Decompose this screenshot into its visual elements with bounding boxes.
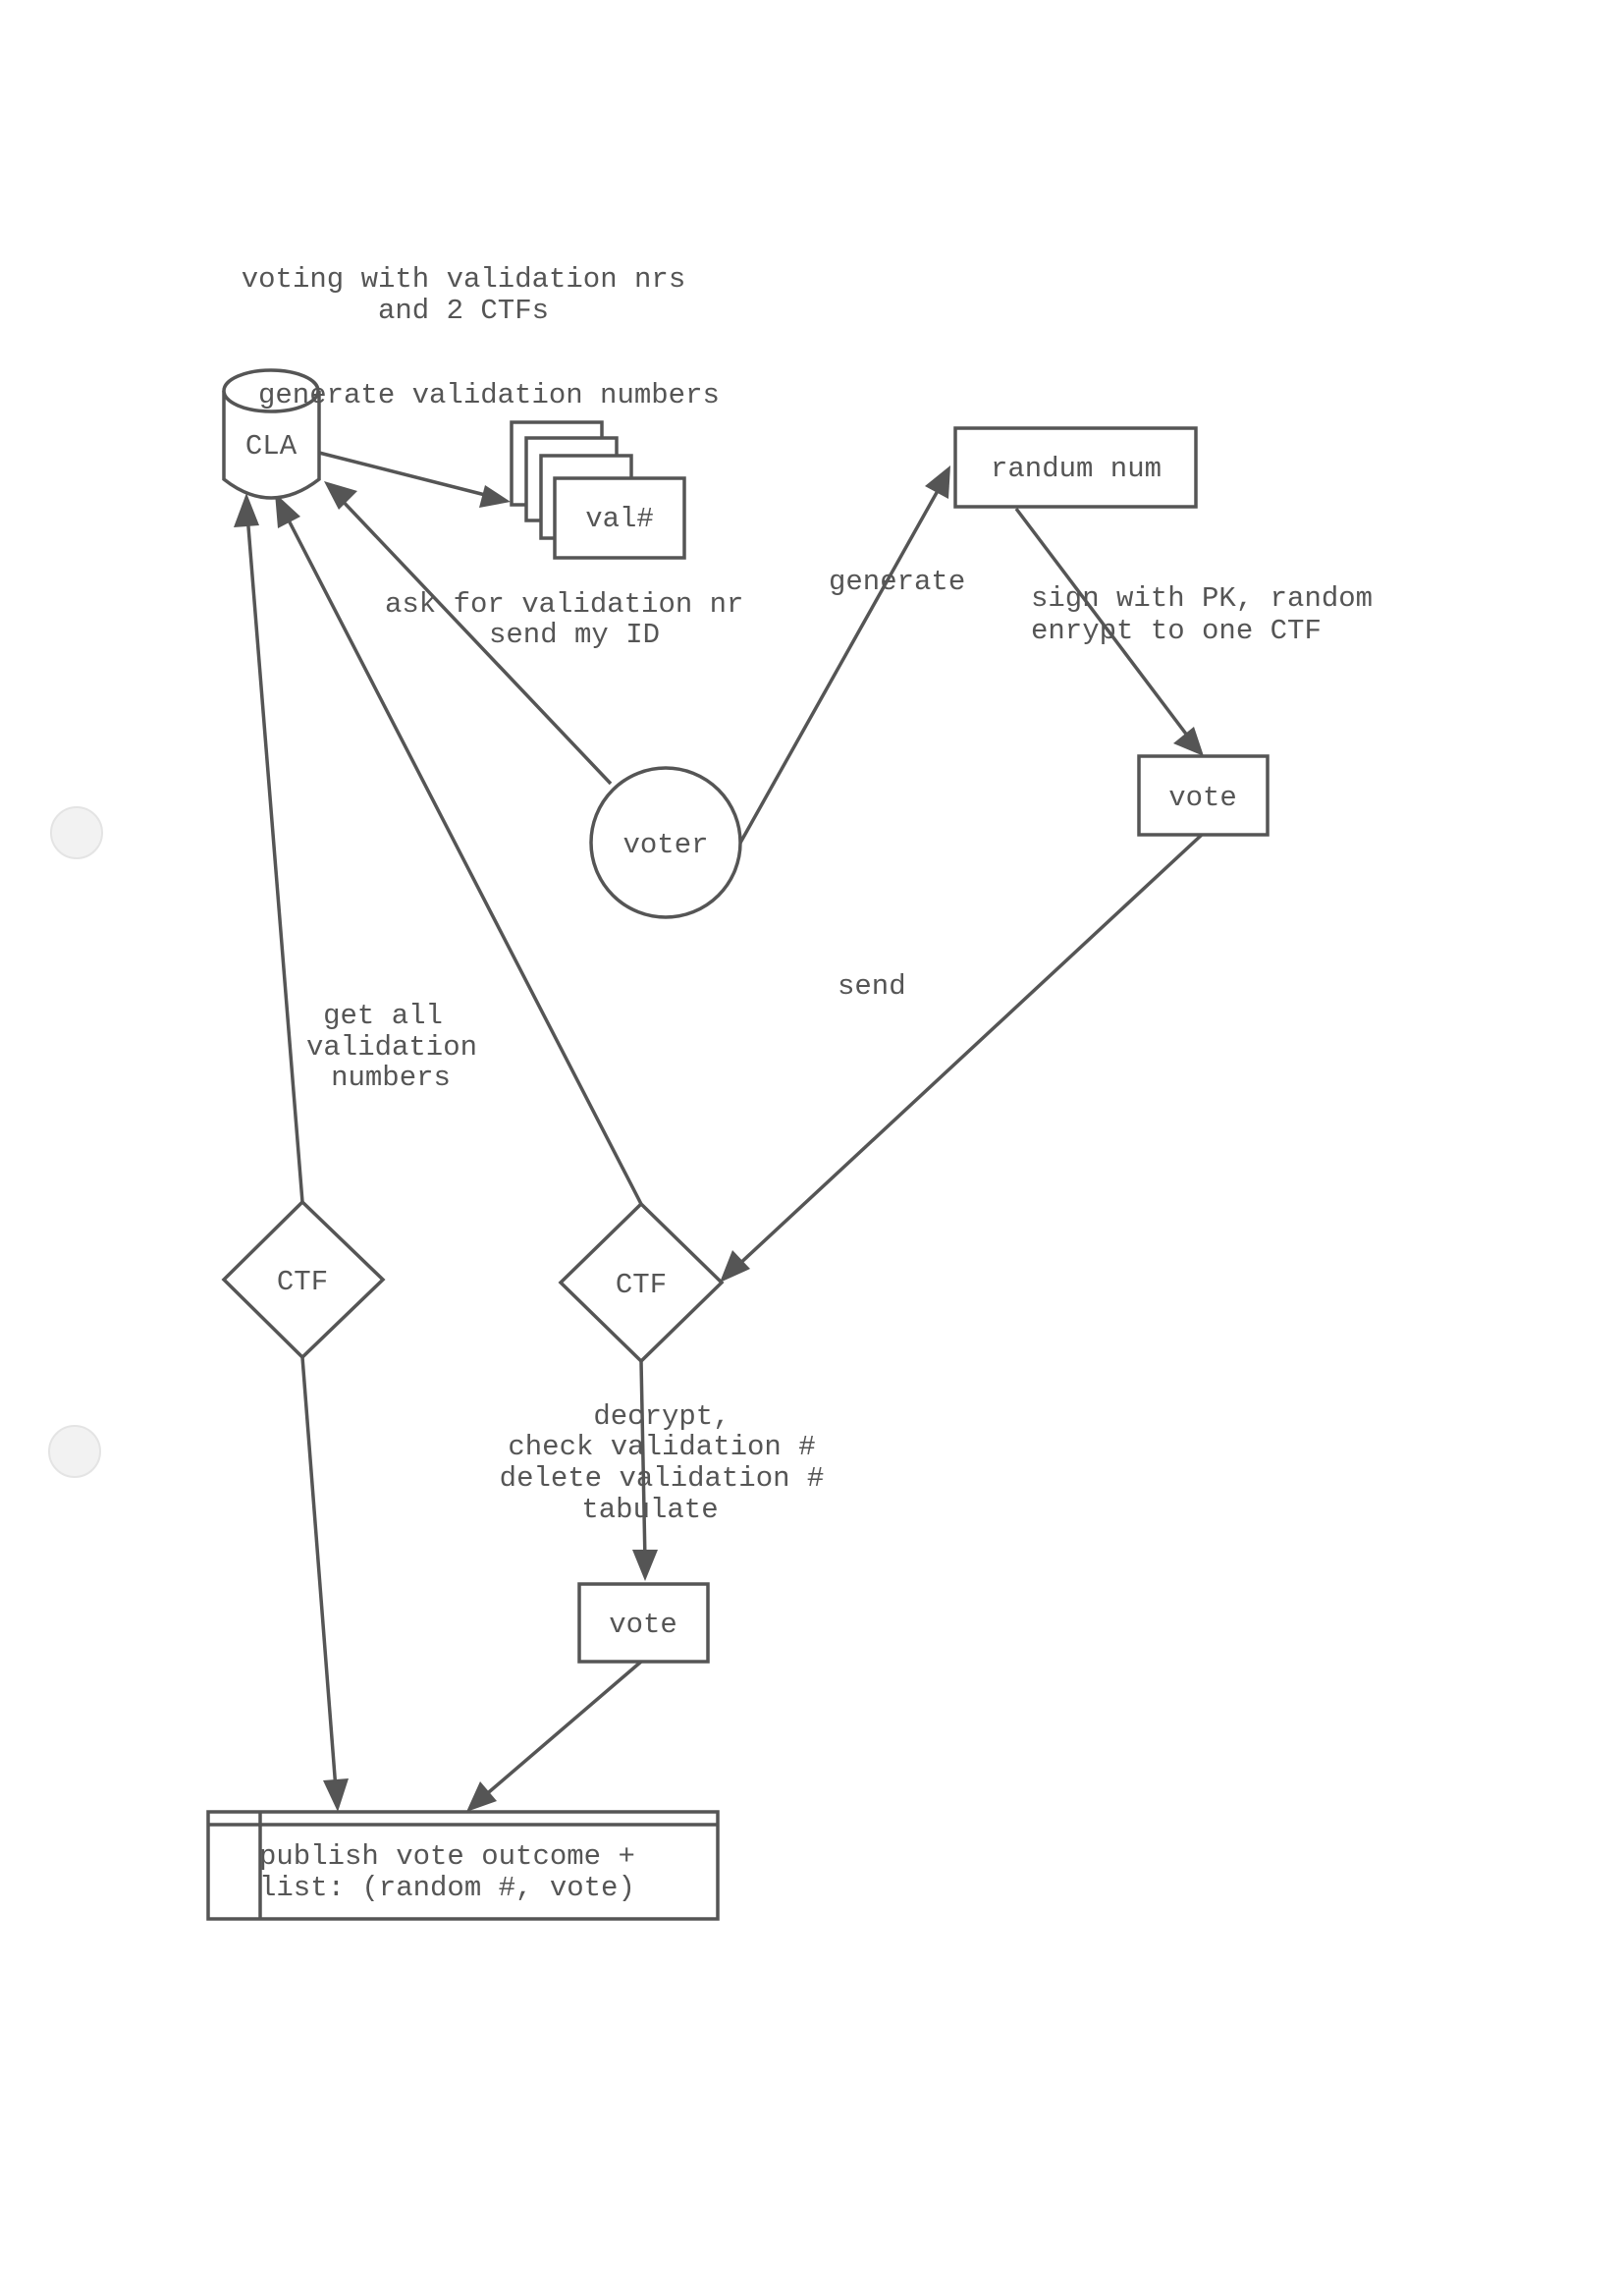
punch-hole-lower [48, 1425, 101, 1478]
edge-voter-to-random-num [737, 488, 941, 846]
arrowhead-vote-signed [1173, 727, 1204, 756]
cla-database: CLA [222, 368, 321, 500]
edge-vote-to-publish [481, 1660, 643, 1799]
diagram-title-line1: voting with validation nrs [242, 263, 685, 296]
cla-label: CLA [245, 430, 297, 463]
arrowhead-cla-from-ctf-left [234, 493, 259, 527]
arrowhead-publish-from-vote [466, 1781, 497, 1812]
arrowhead-ctf-right [720, 1250, 750, 1283]
vote-tabulated-label: vote [609, 1609, 677, 1641]
arrowhead-cla-from-voter [324, 481, 357, 510]
ctf-left-diamond: CTF [221, 1199, 386, 1360]
random-num-box: randum num [953, 426, 1198, 509]
voter-node: voter [589, 766, 742, 919]
validation-numbers-stack: val# [510, 420, 686, 560]
ctf-right-diamond: CTF [558, 1201, 725, 1364]
label-generate-random: generate [829, 566, 965, 598]
validation-number-label: val# [585, 503, 654, 535]
edge-voter-to-cla [336, 494, 613, 786]
arrowhead-validation-numbers [479, 485, 511, 508]
label-get-all-line2: validation [306, 1031, 477, 1064]
label-ctf-process-line4: tabulate [581, 1494, 718, 1526]
label-ctf-process-line1: decrypt, [593, 1400, 730, 1433]
diagram-title-line2: and 2 CTFs [378, 295, 549, 327]
arrowhead-publish-from-ctf [323, 1778, 349, 1812]
vote-tabulated-box: vote [577, 1582, 710, 1664]
label-ctf-process-line2: check validation # [508, 1431, 815, 1463]
voter-label: voter [622, 829, 708, 861]
edge-ctf-right-to-cla [284, 514, 643, 1205]
label-sign-encrypt-line2: enrypt to one CTF [1031, 615, 1322, 647]
edge-ctf-left-to-cla [245, 514, 304, 1203]
arrowhead-cla-from-ctf-right [275, 493, 300, 528]
edge-random-num-to-vote [1014, 507, 1190, 738]
publish-label-line1: publish vote outcome + [259, 1840, 635, 1873]
edge-vote-to-ctf-right [734, 833, 1204, 1269]
label-generate-validation-numbers: generate validation numbers [258, 379, 720, 411]
random-num-label: randum num [991, 453, 1162, 485]
label-get-all-line3: numbers [331, 1062, 451, 1094]
label-ask-validation-line2: send my ID [489, 619, 660, 651]
arrowhead-random-num [925, 465, 950, 499]
punch-hole-upper [50, 806, 103, 859]
label-ask-validation-line1: ask for validation nr [385, 588, 743, 621]
label-send: send [838, 970, 906, 1003]
label-get-all-line1: get all [323, 1000, 443, 1032]
ctf-right-label: CTF [616, 1269, 667, 1301]
edge-ctf-right-to-vote [639, 1360, 647, 1562]
label-sign-encrypt-line1: sign with PK, random [1031, 582, 1373, 615]
vote-signed-label: vote [1168, 782, 1237, 814]
arrowhead-vote-tabulated [632, 1550, 658, 1581]
edge-ctf-left-to-publish [300, 1356, 338, 1790]
vote-signed-box: vote [1137, 754, 1270, 837]
publish-box: publish vote outcome + list: (random #, … [206, 1810, 720, 1921]
ctf-left-label: CTF [277, 1266, 328, 1298]
label-ctf-process-line3: delete validation # [500, 1462, 825, 1495]
publish-label-line2: list: (random #, vote) [259, 1872, 635, 1904]
edge-cla-to-validation-numbers [318, 451, 498, 500]
